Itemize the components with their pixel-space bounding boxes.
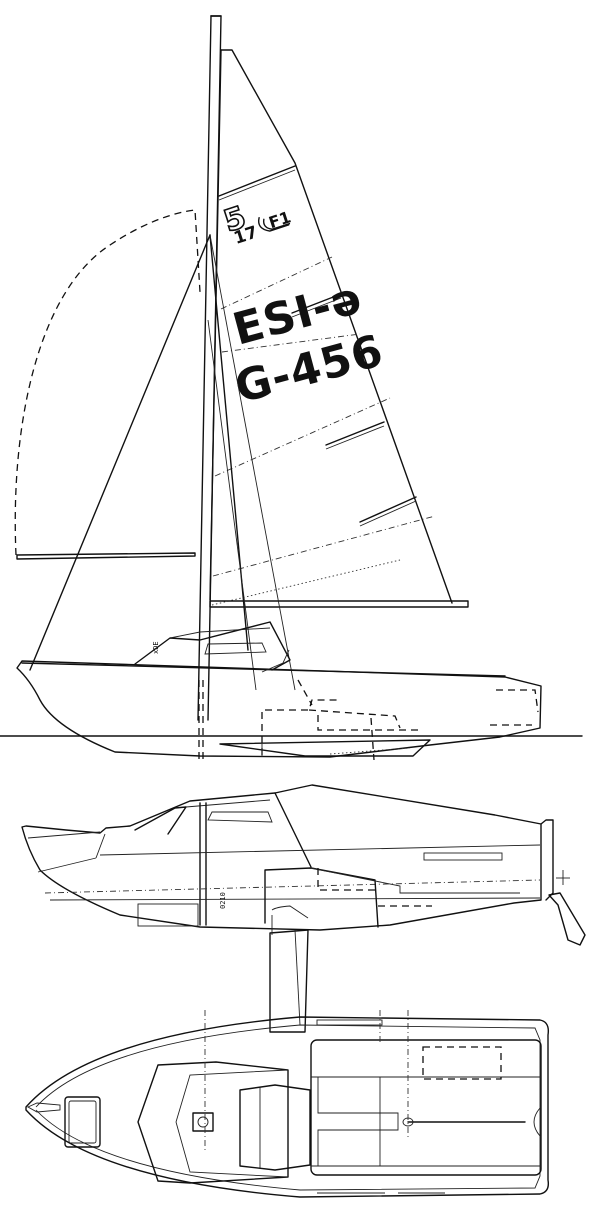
boom [209,600,469,608]
sail-number: ESI-ə G-456 [228,272,389,413]
inboard-profile-view: 0210 [21,784,586,1033]
class-insignia: 5 17 F1 [219,199,293,249]
sail-battens [218,165,417,527]
hull-elevation: xDE [16,621,542,761]
mast [197,15,222,721]
cabin-marking: xDE [152,641,160,654]
keel-elevation [219,739,431,757]
deck-plan-view [25,1010,550,1198]
jib [29,234,296,691]
sail-plan-view: 5 17 F1 ESI-ə G-456 [0,15,583,761]
profile-keel-marking: 0210 [219,892,227,909]
spinnaker-pole [16,552,196,560]
insignia-right: F1 [266,207,293,232]
spinnaker [14,209,201,556]
mainsail: 5 17 F1 ESI-ə G-456 [209,49,453,606]
